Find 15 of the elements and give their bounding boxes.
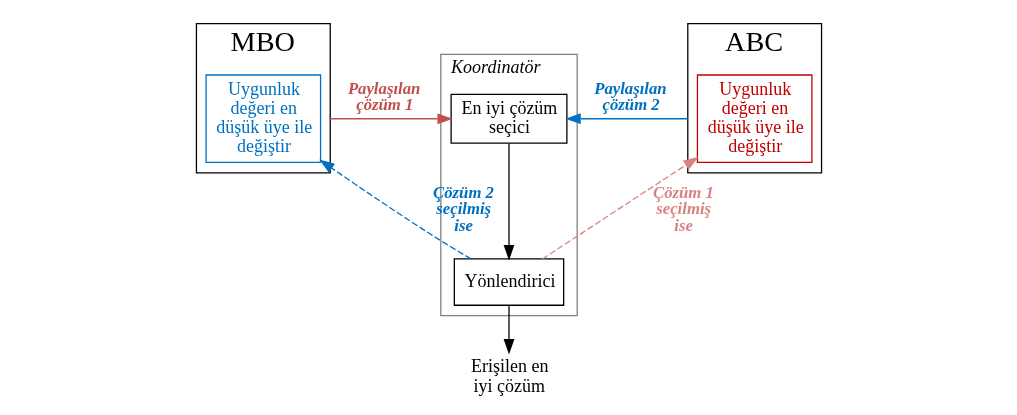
arrow [503, 142, 514, 261]
arrow [564, 113, 688, 125]
node-text: Erişilen en iyi çözüm [470, 356, 549, 396]
edge-label: Paylaşılan çözüm 2 [593, 78, 667, 115]
edge-label: Çözüm 2 seçilmiş ise [432, 182, 494, 236]
arrow [503, 304, 514, 355]
node-box: Yönlendirici [453, 258, 564, 306]
node-box: En iyi çözüm seçici [449, 93, 568, 144]
edge-label: Çözüm 1 seçilmiş ise [652, 182, 714, 236]
node-box: Uygunluk değeri en düşük üye ile değiştir [696, 74, 813, 164]
arrow [318, 159, 472, 260]
arrow [541, 156, 699, 260]
arrow [329, 113, 453, 125]
edge-label: Paylaşılan çözüm 1 [347, 78, 420, 115]
node-box: Uygunluk değeri en düşük üye ile değiştir [204, 74, 321, 164]
